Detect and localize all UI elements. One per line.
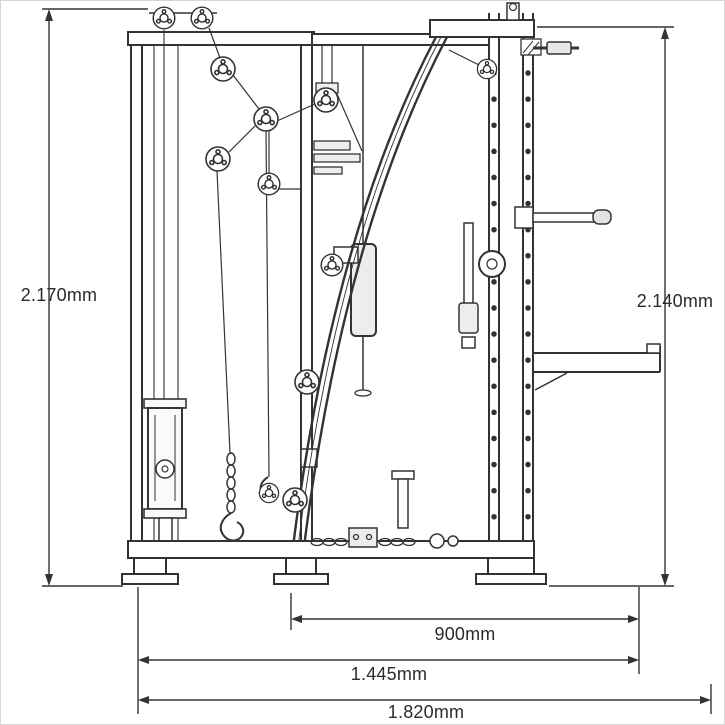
dimension-lines xyxy=(42,8,712,714)
chain-hook-left xyxy=(219,452,280,542)
smith-tower xyxy=(429,2,661,579)
dimension-label-right-height: 2.140mm xyxy=(636,291,714,311)
left-pulley-tower xyxy=(127,6,315,557)
base-frame xyxy=(121,540,547,585)
bottom-chain-assembly xyxy=(310,470,459,549)
cable-pulley-system xyxy=(205,27,363,478)
dimension-label-middle-width: 1.445mm xyxy=(350,664,428,684)
dimension-label-left-height: 2.170mm xyxy=(20,285,98,305)
curved-rails xyxy=(282,36,449,556)
dimension-label-overall-width: 1.820mm xyxy=(387,702,465,722)
dimension-label-inner-width: 900mm xyxy=(434,624,496,644)
